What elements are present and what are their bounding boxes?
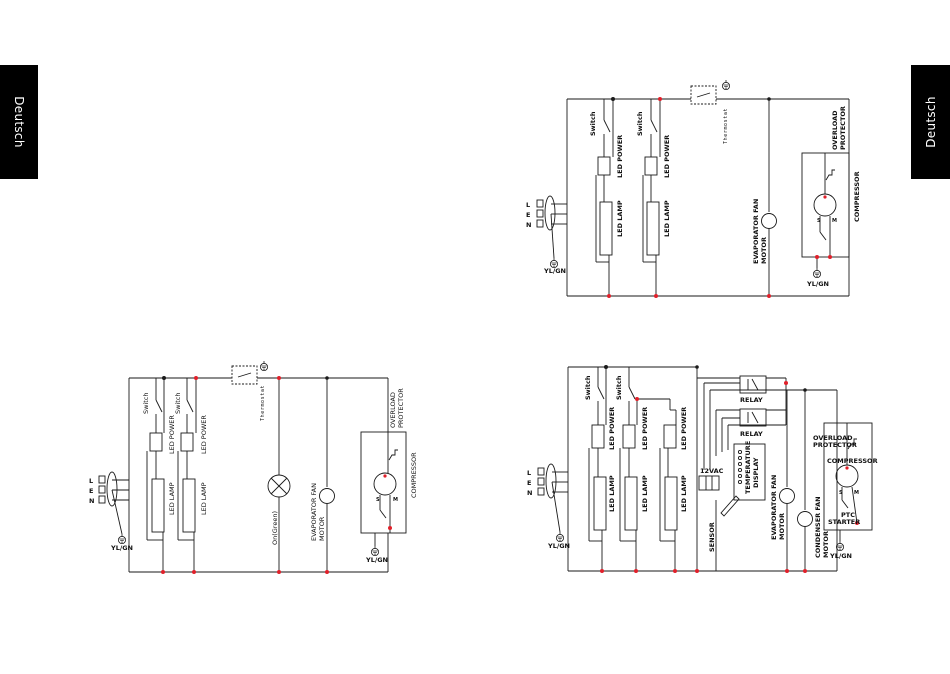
led-power-label: LED POWER xyxy=(680,407,688,450)
condenser-fan-label-2: MOTOR xyxy=(822,531,830,558)
wiring-diagram-bottom-right xyxy=(537,366,873,572)
sensor-label: SENSOR xyxy=(708,522,716,552)
led-power-label: LED POWER xyxy=(663,135,671,178)
compressor-label: COMPRESSOR xyxy=(853,171,861,222)
led-lamp-label: LED LAMP xyxy=(641,475,649,512)
plug-label-l: L xyxy=(527,469,531,477)
switch-label: Switch xyxy=(615,375,623,400)
plug-label-e: E xyxy=(527,479,531,487)
thermostat-label: Thermostat xyxy=(260,385,266,421)
wiring-diagram-bottom-left-junctions xyxy=(161,376,392,574)
evaporator-fan-label-2: MOTOR xyxy=(318,516,326,541)
plug-label-n: N xyxy=(527,489,532,497)
evaporator-fan-label: EVAPORATOR FAN xyxy=(770,475,778,540)
led-power-label: LED POWER xyxy=(168,415,176,454)
led-power-label: LED POWER xyxy=(608,407,616,450)
evaporator-fan-label: EVAPORATOR FAN xyxy=(752,199,760,264)
condenser-fan-label: CONDENSER FAN xyxy=(814,496,822,558)
ground-icon xyxy=(556,531,564,542)
ground-icon xyxy=(722,79,730,90)
ground-label: YL/GN xyxy=(110,544,133,552)
plug-label-e: E xyxy=(526,211,530,219)
led-lamp-label: LED LAMP xyxy=(616,200,624,237)
ground-icon xyxy=(259,360,269,372)
ground-label: YL/GN xyxy=(829,552,852,560)
plug-label-l: L xyxy=(526,201,530,209)
ground-label: YL/GN xyxy=(547,542,570,550)
overload-protector-label-2: PROTECTOR xyxy=(839,106,847,150)
compressor-terminal-m: M xyxy=(393,497,398,503)
led-power-label: LED POWER xyxy=(200,415,208,454)
evaporator-fan-label-2: MOTOR xyxy=(778,513,786,540)
plug-label-n: N xyxy=(89,497,94,505)
evaporator-fan-label-2: MOTOR xyxy=(760,237,768,264)
compressor-label: COMPRESSOR xyxy=(410,452,418,498)
temperature-display-label-2: DISPLAY xyxy=(752,457,760,488)
ground-icon xyxy=(836,540,844,551)
plug-label-l: L xyxy=(89,477,93,485)
overload-protector-label: OVERLOAD xyxy=(813,434,853,442)
evaporator-fan-label: EVAPORATOR FAN xyxy=(310,483,318,541)
led-lamp-label: LED LAMP xyxy=(663,200,671,237)
led-lamp-label: LED LAMP xyxy=(168,482,176,515)
wiring-diagram-bottom-right-labels: L E N YL/GN YL/GN Switch Switch LED POWE… xyxy=(527,375,878,560)
plug-label-e: E xyxy=(89,487,93,495)
compressor-terminal-m: M xyxy=(854,490,859,496)
compressor-terminal-s: S xyxy=(839,490,843,496)
temperature-display-label: TEMPERATURE xyxy=(744,441,752,494)
wiring-diagram-bottom-left xyxy=(98,365,407,573)
led-power-label: LED POWER xyxy=(616,135,624,178)
ground-icon xyxy=(813,267,821,279)
ground-label: YL/GN xyxy=(543,267,566,275)
ground-label: YL/GN xyxy=(806,280,829,288)
overload-protector-label: OVERLOAD xyxy=(831,110,839,150)
ground-icon xyxy=(118,533,126,544)
compressor-label: COMPRESSOR xyxy=(827,457,878,465)
overload-protector-label: OVERLOAD xyxy=(389,392,397,428)
led-power-label: LED POWER xyxy=(641,407,649,450)
relay-label: RELAY xyxy=(740,430,763,438)
wiring-diagram-top-right-labels: L E N YL/GN YL/GN Switch Switch LED POWE… xyxy=(526,106,861,288)
switch-label: Switch xyxy=(142,393,150,415)
compressor-terminal-s: S xyxy=(817,218,821,224)
plug-label-n: N xyxy=(526,221,531,229)
ptc-starter-label-2: STARTER xyxy=(828,518,860,526)
ptc-starter-label: PTC xyxy=(841,511,855,519)
switch-label: Switch xyxy=(589,111,597,136)
switch-label: Switch xyxy=(636,111,644,136)
overload-protector-label-2: PROTECTOR xyxy=(397,388,405,428)
compressor-terminal-s: S xyxy=(376,497,380,503)
wiring-diagram-top-right-junctions xyxy=(607,97,832,298)
language-tab-right[interactable]: Deutsch xyxy=(911,65,950,179)
led-lamp-label: LED LAMP xyxy=(680,475,688,512)
wiring-diagram-bottom-left-labels: L E N YL/GN YL/GN Switch Switch LED POWE… xyxy=(89,385,418,564)
wiring-diagram-bottom-right-junctions xyxy=(600,365,859,573)
transformer-label: 12VAC xyxy=(700,467,724,475)
relay-label: RELAY xyxy=(740,396,763,404)
led-lamp-label: LED LAMP xyxy=(608,475,616,512)
compressor-terminal-m: M xyxy=(832,218,837,224)
led-lamp-label: LED LAMP xyxy=(200,482,208,515)
ground-label: YL/GN xyxy=(365,556,388,564)
overload-protector-label-2: PROTECTOR xyxy=(813,441,857,449)
switch-label: Switch xyxy=(584,375,592,400)
thermostat-label: Thermostat xyxy=(723,108,729,144)
wiring-diagram-top-right xyxy=(536,85,850,297)
indicator-lamp-label: On(Green) xyxy=(271,511,279,545)
switch-label: Switch xyxy=(174,393,182,415)
language-tab-left[interactable]: Deutsch xyxy=(0,65,38,179)
ground-icon xyxy=(370,545,380,556)
